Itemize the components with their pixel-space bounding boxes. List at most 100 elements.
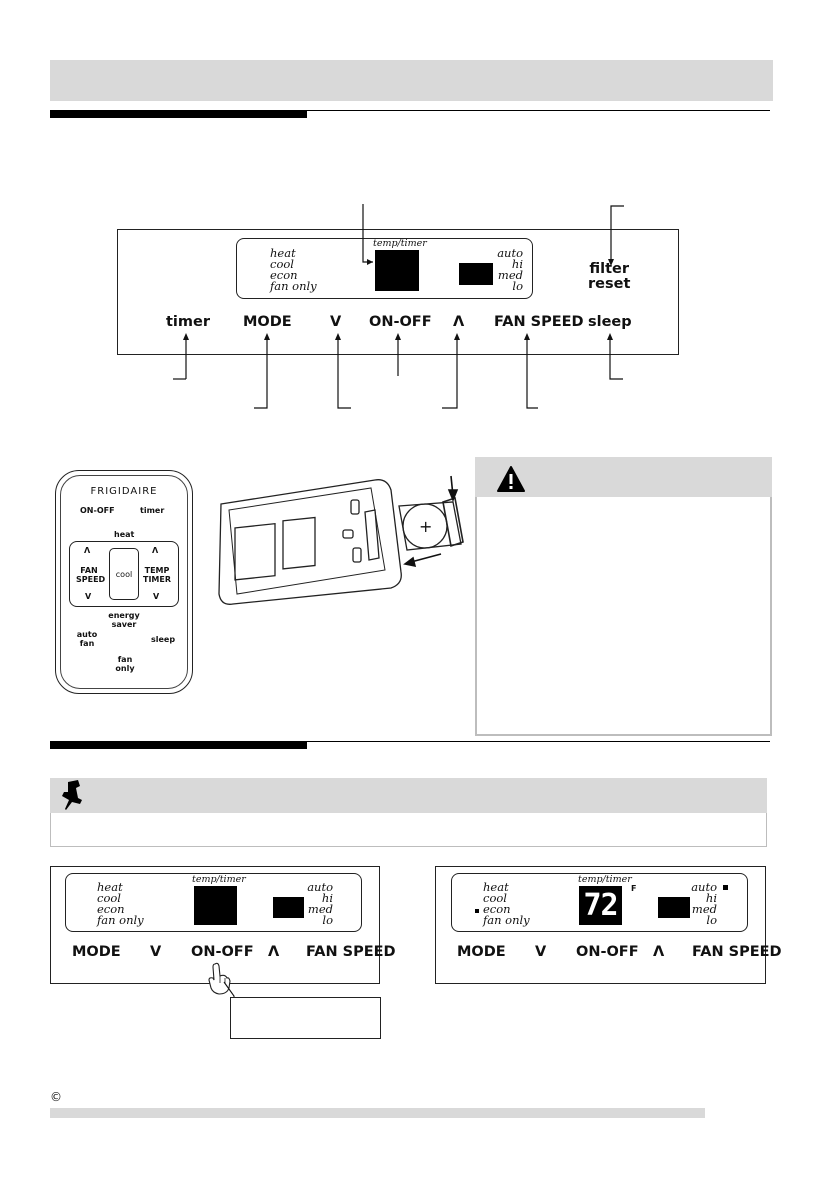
bp2-mode-fan-only: fan only <box>483 913 530 927</box>
bp2-up-button[interactable]: Λ <box>653 944 665 960</box>
bp1-speed-hi: hi <box>321 891 333 905</box>
remote-speed-label: SPEED <box>76 575 106 584</box>
remote-fan3-label: fan <box>117 655 133 664</box>
bp1-on-off-button[interactable]: ON-OFF <box>191 944 254 960</box>
cavity-left <box>234 522 276 581</box>
filter-label: filter <box>589 261 630 277</box>
section-rule-thin <box>307 741 770 742</box>
filter-reset-button[interactable]: filter reset <box>588 262 630 292</box>
bp1-speed-lo: lo <box>322 913 333 927</box>
speed-auto: auto <box>497 246 523 260</box>
speed-hi: hi <box>511 257 523 271</box>
bp2-mode-cool: cool <box>483 891 507 905</box>
remote-cool-button[interactable]: cool <box>115 570 133 579</box>
battery-illustration: + <box>218 475 464 605</box>
copyright-symbol: © <box>50 1090 62 1104</box>
bp2-down-button[interactable]: V <box>535 944 547 960</box>
bp1-down-button[interactable]: V <box>150 944 162 960</box>
sleep-button[interactable]: sleep <box>588 314 632 330</box>
bp1-mode-fan-only: fan only <box>97 913 144 927</box>
remote-heat-button[interactable]: heat <box>114 530 135 539</box>
bp2-auto-indicator <box>723 885 728 890</box>
remote-energy-saver-button[interactable]: energy saver <box>104 611 144 629</box>
bottom-panel-1-display <box>65 873 362 932</box>
remote-saver-label: saver <box>111 620 137 629</box>
reset-label: reset <box>588 276 631 292</box>
remote-fan2-label: fan <box>79 639 95 648</box>
header-band <box>50 60 773 101</box>
speed-display <box>459 263 493 285</box>
bp2-speed-auto: auto <box>691 880 717 894</box>
bp2-speed-list: auto hi med lo <box>689 880 717 926</box>
remote-brand: FRIGIDAIRE <box>90 486 158 497</box>
remote-auto-fan-button[interactable]: auto fan <box>74 630 100 648</box>
bp1-temp-display <box>194 886 237 925</box>
bp2-mode-heat: heat <box>483 880 509 894</box>
remote-fan-up[interactable]: Λ <box>84 546 91 555</box>
bp1-fan-speed-button[interactable]: FAN SPEED <box>306 944 396 960</box>
bp1-mode-heat: heat <box>97 880 123 894</box>
bp1-mode-cool: cool <box>97 891 121 905</box>
battery-slot <box>364 509 380 561</box>
bp1-mode-econ: econ <box>97 902 125 916</box>
bp2-temp-display <box>579 886 622 925</box>
down-button[interactable]: V <box>330 314 342 330</box>
clip-bottom <box>352 547 362 563</box>
mode-fan-only: fan only <box>270 279 317 293</box>
remote-fan-speed-label: FAN SPEED <box>76 566 106 584</box>
remote-sleep-button[interactable]: sleep <box>151 635 176 644</box>
bp2-speed-hi: hi <box>705 891 717 905</box>
fan-speed-button[interactable]: FAN SPEED <box>494 314 584 330</box>
bp1-up-button[interactable]: Λ <box>268 944 280 960</box>
remote-temp-down[interactable]: V <box>153 592 160 601</box>
mode-econ: econ <box>270 268 298 282</box>
battery-tray <box>398 501 462 551</box>
remote-temp-label: TEMP <box>144 566 170 575</box>
callout-leaders <box>173 204 624 409</box>
bp2-speed-display <box>658 897 690 918</box>
remote-control <box>55 470 193 694</box>
remote-temp-up[interactable]: Λ <box>152 546 159 555</box>
speed-lo: lo <box>512 279 523 293</box>
mode-list: heat cool econ fan only <box>270 246 317 293</box>
remote-control-group <box>69 541 179 607</box>
mode-button[interactable]: MODE <box>243 314 292 330</box>
bp1-mode-list: heat cool econ fan only <box>97 880 144 927</box>
on-off-button[interactable]: ON-OFF <box>369 314 432 330</box>
bp2-mode-list: heat cool econ fan only <box>483 880 530 927</box>
remote-energy-label: energy <box>108 611 140 620</box>
header-rule-thin <box>307 110 770 111</box>
remote-back-outline <box>218 479 402 605</box>
remote-on-off-button[interactable]: ON-OFF <box>80 506 115 515</box>
timer-button[interactable]: timer <box>166 314 210 330</box>
cavity-right <box>282 516 316 570</box>
pushpin-icon <box>62 780 82 810</box>
bp2-fan-speed-button[interactable]: FAN SPEED <box>692 944 782 960</box>
remote-back-inner <box>228 487 386 595</box>
temp-display <box>375 250 419 291</box>
remote-timer-button[interactable]: timer <box>140 506 165 515</box>
bp1-speed-auto: auto <box>307 880 333 894</box>
up-button[interactable]: Λ <box>453 314 465 330</box>
bp2-mode-econ: econ <box>483 902 511 916</box>
bp1-speed-display <box>273 897 304 918</box>
note-header <box>50 778 767 813</box>
remote-fan-only-button[interactable]: fan only <box>110 655 140 673</box>
header-rule-thick <box>50 110 307 118</box>
remote-fan-down[interactable]: V <box>85 592 92 601</box>
remote-temp-timer-label: TEMP TIMER <box>143 566 171 584</box>
temp-timer-label: temp/timer <box>373 238 427 249</box>
warning-box <box>475 457 772 736</box>
bp2-mode-button[interactable]: MODE <box>457 944 506 960</box>
remote-only-label: only <box>115 664 135 673</box>
mode-heat: heat <box>270 246 296 260</box>
remote-cool-frame <box>109 548 139 600</box>
clip-top <box>350 499 360 515</box>
bp1-mode-button[interactable]: MODE <box>72 944 121 960</box>
bp2-on-off-button[interactable]: ON-OFF <box>576 944 639 960</box>
remote-auto-label: auto <box>76 630 98 639</box>
bottom-panel-2-display <box>451 873 748 932</box>
bp2-econ-indicator <box>475 909 479 913</box>
speed-list: auto hi med lo <box>496 246 523 293</box>
bp2-speed-med: med <box>691 902 717 916</box>
